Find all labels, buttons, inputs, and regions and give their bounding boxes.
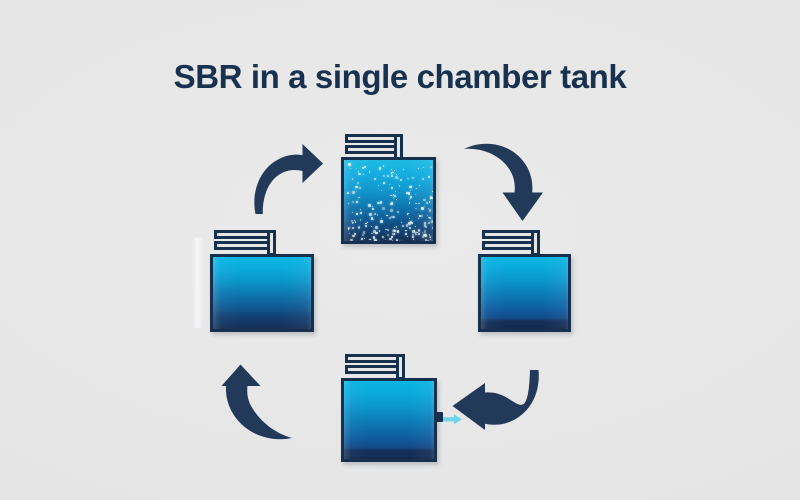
water-fill bbox=[344, 381, 434, 459]
arrow-fill-to-react-icon bbox=[249, 142, 325, 218]
tank-body-decant bbox=[341, 378, 437, 462]
stage-react[interactable] bbox=[341, 132, 441, 244]
stage-fill[interactable] bbox=[210, 228, 314, 332]
pipe-segment-upper bbox=[345, 354, 405, 363]
stage-settle[interactable] bbox=[478, 228, 578, 332]
arrow-react-to-settle-icon bbox=[462, 140, 544, 226]
left-sheen-artifact bbox=[192, 238, 204, 328]
arrow-settle-to-decant-icon bbox=[452, 368, 540, 430]
water-fill bbox=[344, 160, 433, 241]
pipe-segment-lower bbox=[482, 241, 540, 250]
tank-body-settle bbox=[478, 254, 571, 332]
tank-body-fill bbox=[210, 254, 314, 332]
water-fill bbox=[213, 257, 311, 329]
pipe-segment-lower bbox=[345, 145, 403, 154]
pipe-segment-riser bbox=[396, 354, 405, 380]
pipe-segment-lower bbox=[345, 365, 405, 374]
effluent-arrow-icon bbox=[443, 412, 463, 430]
pipe-segment-riser bbox=[267, 230, 276, 256]
pipe-segment-upper bbox=[345, 134, 403, 143]
outlet-nozzle bbox=[434, 412, 443, 422]
water-fill bbox=[481, 257, 568, 329]
pipe-segment-upper bbox=[482, 230, 540, 239]
pipe-segment-upper bbox=[214, 230, 276, 239]
pipe-segment-lower bbox=[214, 241, 276, 250]
page-title: SBR in a single chamber tank bbox=[173, 58, 627, 95]
tank-body-react bbox=[341, 157, 436, 244]
pipe-segment-riser bbox=[531, 230, 540, 256]
stage-decant[interactable] bbox=[341, 352, 462, 462]
arrow-decant-to-fill-icon bbox=[221, 364, 294, 440]
